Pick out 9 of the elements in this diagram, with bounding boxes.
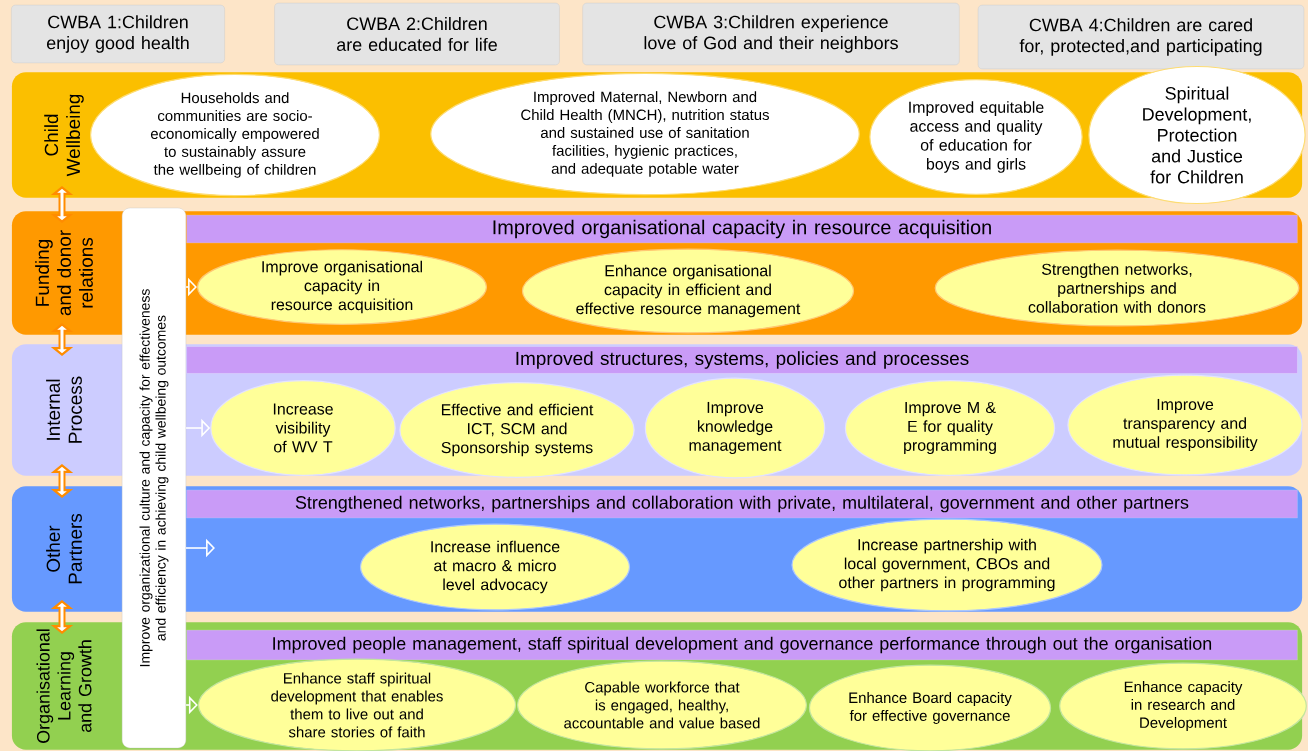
strategy-box: Improve organizational culture and capacity for effectiveness and efficiency in achieving child wellbeing outcomes xyxy=(121,207,187,749)
objective-bar: Improved organisational capacity in resource acquisition xyxy=(186,214,1298,244)
area-tab: CWBA 1:Children enjoy good health xyxy=(11,4,225,64)
area-tab: CWBA 2:Children are educated for life xyxy=(274,2,560,66)
area-tab: CWBA 4:Children are cared for, protected,and participating xyxy=(977,4,1305,70)
area-tab: CWBA 3:Children experience love of God and their neighbors xyxy=(582,2,960,66)
objective-bar: Improved people management, staff spiritual development and governance performance through out the organisation xyxy=(186,629,1298,661)
objective-bar: Strengthened networks, partnerships and collaboration with private, multilateral, government and other partners xyxy=(186,489,1298,519)
objective-bar: Improved structures, systems, policies and processes xyxy=(186,346,1298,374)
